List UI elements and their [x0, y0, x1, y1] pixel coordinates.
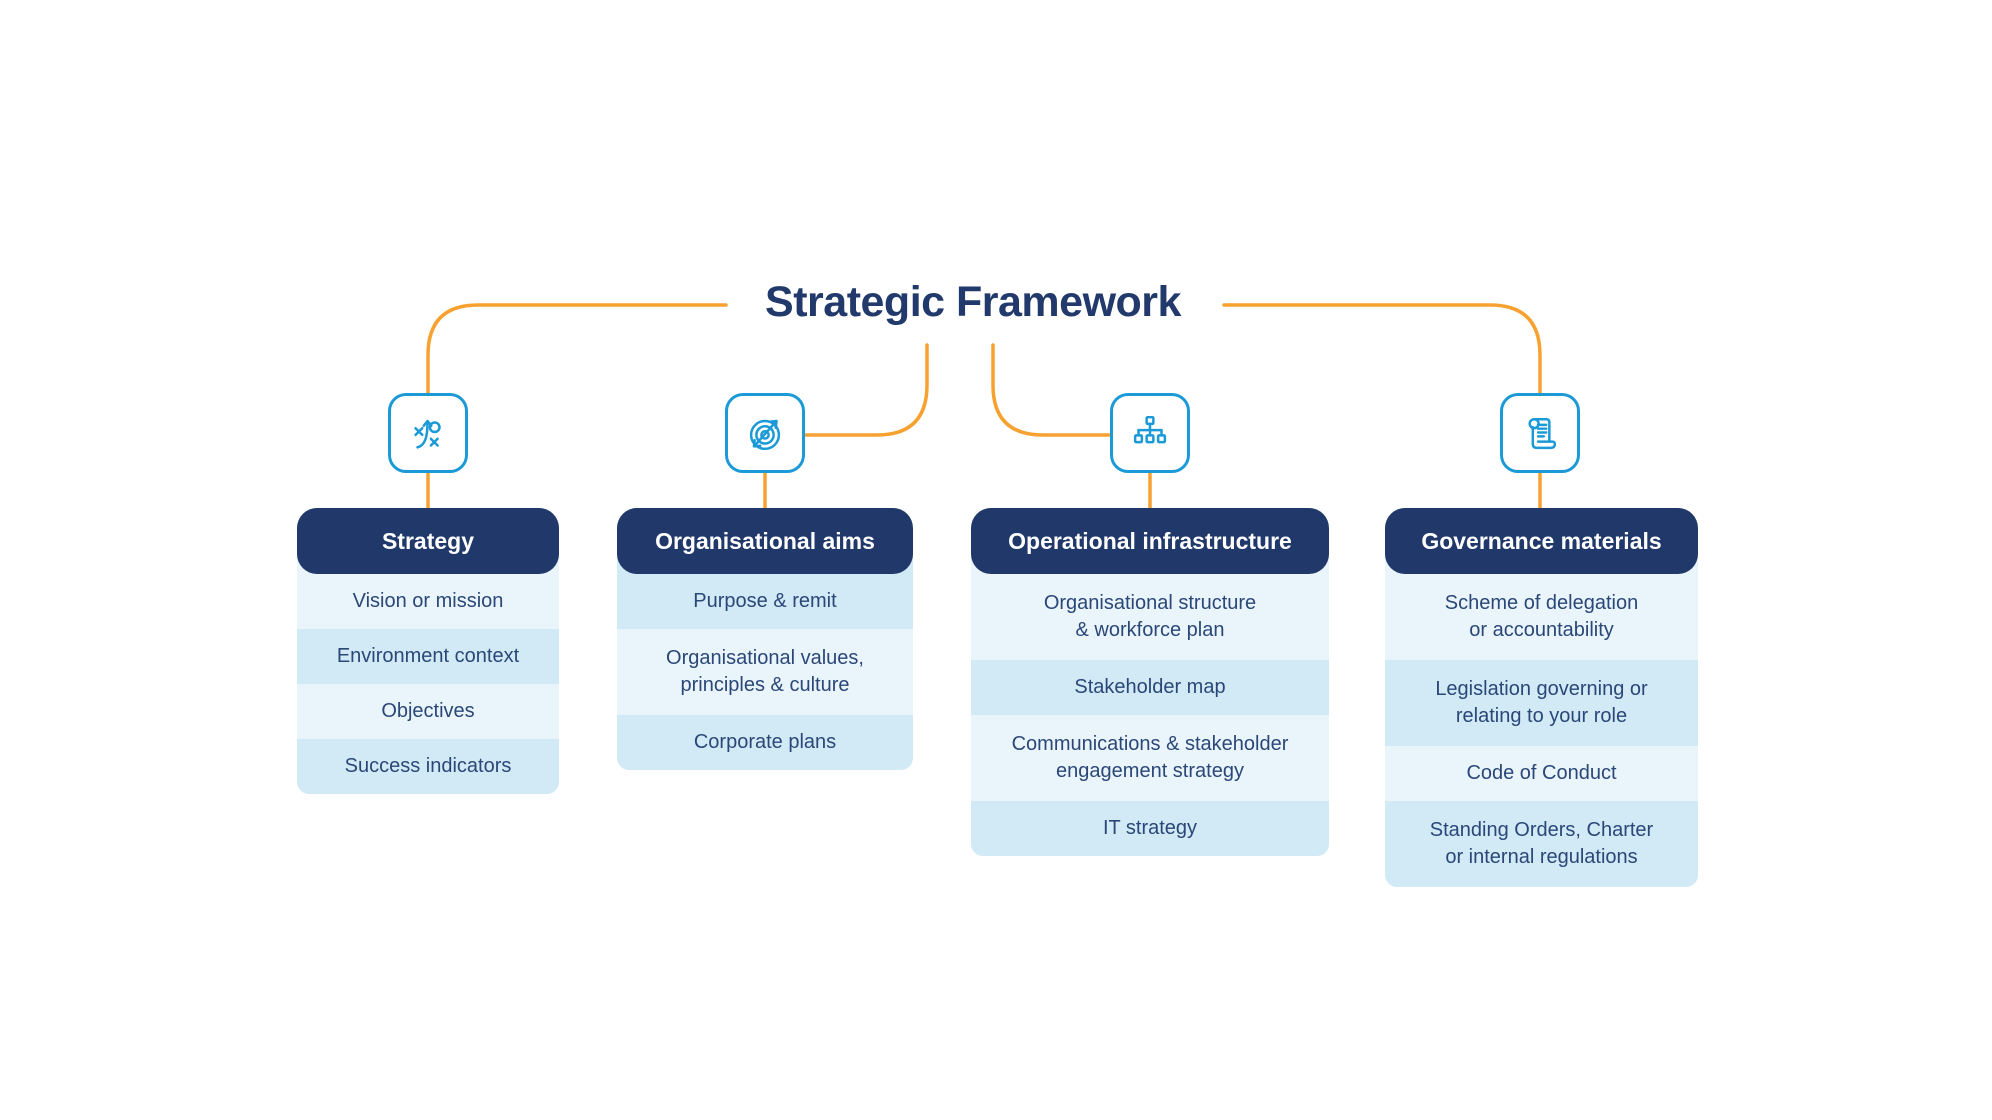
row-line: relating to your role — [1455, 705, 1628, 727]
column-body: Organisational structure & workforce pla… — [971, 554, 1329, 856]
row-line: Organisational values, — [666, 647, 864, 669]
list-item: Organisational values, principles & cult… — [617, 629, 913, 715]
column-governance-materials: Governance materials Scheme of delegatio… — [1385, 508, 1698, 887]
list-item: IT strategy — [971, 801, 1329, 856]
row-line: Corporate plans — [693, 731, 837, 753]
column-header: Organisational aims — [617, 508, 913, 574]
column-body: Scheme of delegation or accountability L… — [1385, 554, 1698, 887]
row-line: Legislation governing or — [1435, 678, 1648, 700]
column-operational-infrastructure: Operational infrastructure Organisationa… — [971, 508, 1329, 856]
strategy-tactics-icon — [388, 393, 468, 473]
column-strategy: Strategy Vision or mission Environment c… — [297, 508, 559, 794]
row-line: & workforce plan — [1075, 619, 1225, 641]
row-line: Organisational structure — [1043, 592, 1257, 614]
list-item: Environment context — [297, 629, 559, 684]
row-line: engagement strategy — [1056, 760, 1244, 782]
row-line: Success indicators — [344, 755, 512, 777]
row-line: Stakeholder map — [1074, 676, 1226, 698]
org-chart-icon — [1110, 393, 1190, 473]
page-title: Strategic Framework — [765, 278, 1181, 326]
column-header: Governance materials — [1385, 508, 1698, 574]
list-item: Corporate plans — [617, 715, 913, 770]
row-line: IT strategy — [1102, 817, 1198, 839]
column-body: Purpose & remit Organisational values, p… — [617, 554, 913, 770]
row-line: Standing Orders, Charter — [1429, 819, 1654, 841]
list-item: Standing Orders, Charter or internal reg… — [1385, 801, 1698, 887]
row-line: Purpose & remit — [693, 590, 837, 612]
row-line: Communications & stakeholder — [1011, 733, 1289, 755]
row-line: Scheme of delegation — [1444, 592, 1639, 614]
list-item: Communications & stakeholder engagement … — [971, 715, 1329, 801]
row-line: principles & culture — [680, 674, 850, 696]
row-line: Environment context — [336, 645, 520, 667]
scroll-icon — [1500, 393, 1580, 473]
column-header: Strategy — [297, 508, 559, 574]
column-header: Operational infrastructure — [971, 508, 1329, 574]
list-item: Objectives — [297, 684, 559, 739]
column-body: Vision or mission Environment context Ob… — [297, 554, 559, 794]
list-item: Code of Conduct — [1385, 746, 1698, 801]
column-organisational-aims: Organisational aims Purpose & remit Orga… — [617, 508, 913, 770]
list-item: Success indicators — [297, 739, 559, 794]
list-item: Legislation governing or relating to you… — [1385, 660, 1698, 746]
target-arrow-icon — [725, 393, 805, 473]
row-line: Vision or mission — [352, 590, 504, 612]
row-line: or accountability — [1469, 619, 1614, 641]
row-line: Objectives — [381, 700, 475, 722]
row-line: or internal regulations — [1445, 846, 1638, 868]
row-line: Code of Conduct — [1466, 762, 1617, 784]
list-item: Stakeholder map — [971, 660, 1329, 715]
